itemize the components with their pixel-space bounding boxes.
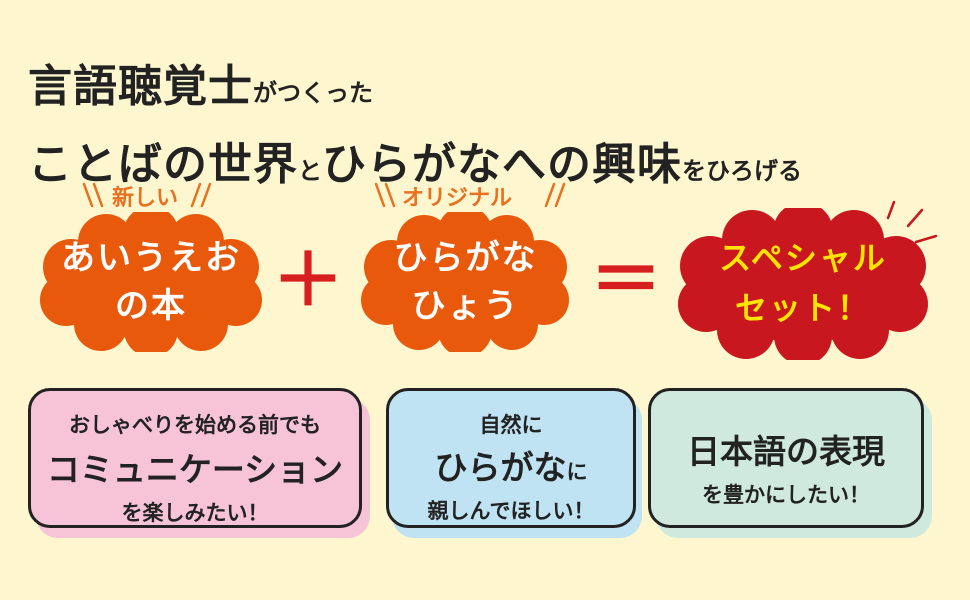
cloud-aiueo-book: あいうえお の本 [36, 212, 266, 352]
headline-world: ことばの世界 [28, 139, 298, 190]
box-pink-line-3: を楽しみたい！ [121, 501, 269, 525]
box-blue-line-2b: に [566, 460, 588, 484]
cloud-shape [40, 212, 262, 352]
box-blue-line-3: 親しんでほしい！ [427, 499, 595, 523]
burst-icon [886, 200, 938, 244]
box-pink-line-1: おしゃべりを始める前でも [69, 413, 321, 437]
sparkle-left-icon [82, 182, 104, 208]
headline-line-1: 言語聴覚士がつくった [28, 50, 373, 114]
box-expression: 日本語の表現 を豊かにしたい！ [648, 388, 924, 528]
headline-connector: と [298, 157, 322, 185]
box-communication: おしゃべりを始める前でも コミュニケーション を楽しみたい！ [28, 388, 362, 528]
cloud-right-line-1: スペシャル [719, 239, 887, 277]
sparkle-left-icon [374, 182, 396, 208]
headline-end: をひろげる [682, 157, 802, 185]
plus-sign: ＋ [272, 238, 345, 322]
tag-original: オリジナル [402, 186, 513, 211]
sparkle-right-icon [190, 182, 212, 208]
headline-suffix: がつくった [253, 79, 373, 107]
box-green-line-2: を豊かにしたい！ [702, 483, 870, 507]
cloud-shape [678, 208, 928, 360]
sparkle-right-icon [544, 182, 566, 208]
headline-interest: ひらがなへの興味 [322, 139, 682, 190]
cloud-middle-line-2: ひょう [411, 286, 520, 326]
headline-line-2: ことばの世界とひらがなへの興味をひろげる [28, 128, 802, 192]
cloud-left-line-1: あいうえお [61, 238, 241, 278]
box-green-line-1: 日本語の表現 [687, 432, 885, 471]
headline-profession: 言語聴覚士 [28, 61, 253, 112]
box-hiragana: 自然に ひらがなに 親しんでほしい！ [386, 388, 636, 528]
box-blue-line-2: ひらがなに [389, 441, 633, 489]
cloud-special-set: スペシャル セット！ [672, 208, 934, 360]
cloud-left-line-2: の本 [115, 286, 187, 326]
box-blue-line-2a: ひらがな [434, 448, 567, 487]
cloud-shape [361, 212, 569, 352]
box-pink-line-2: コミュニケーション [46, 450, 344, 489]
cloud-middle-line-1: ひらがな [393, 238, 538, 278]
cloud-right-line-2: セット！ [734, 289, 871, 327]
tag-new: 新しい [112, 186, 179, 211]
box-blue-line-1: 自然に [479, 413, 543, 437]
equals-sign: ＝ [590, 238, 663, 322]
cloud-hiragana-chart: ひらがな ひょう [358, 212, 573, 352]
